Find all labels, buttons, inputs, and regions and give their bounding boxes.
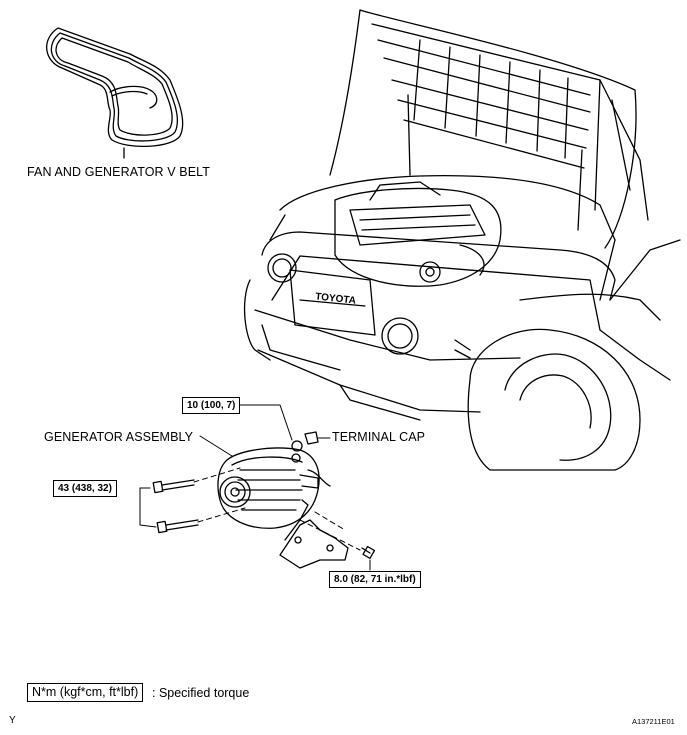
generator-label: GENERATOR ASSEMBLY — [44, 430, 194, 444]
figure-id: A137211E01 — [632, 717, 675, 726]
bracket-drawing — [279, 499, 349, 569]
legend-text: : Specified torque — [152, 686, 250, 700]
generator-bolts-torque: 43 (438, 32) — [53, 480, 117, 497]
legend-unit-box: N*m (kgf*cm, ft*lbf) — [27, 683, 144, 702]
terminal-nut-torque: 10 (100, 7) — [182, 397, 241, 414]
generator-drawing — [217, 447, 331, 529]
bracket-bolt-torque: 8.0 (82, 71 in.*lbf) — [329, 571, 421, 588]
corner-mark: Y — [9, 715, 16, 726]
bolts-drawing — [152, 431, 376, 559]
terminal-cap-label: TERMINAL CAP — [332, 430, 426, 444]
emblem-text: TOYOTA — [315, 291, 357, 306]
belt-label: FAN AND GENERATOR V BELT — [27, 165, 210, 179]
v-belt-drawing — [46, 27, 184, 159]
vehicle-drawing — [243, 9, 681, 471]
